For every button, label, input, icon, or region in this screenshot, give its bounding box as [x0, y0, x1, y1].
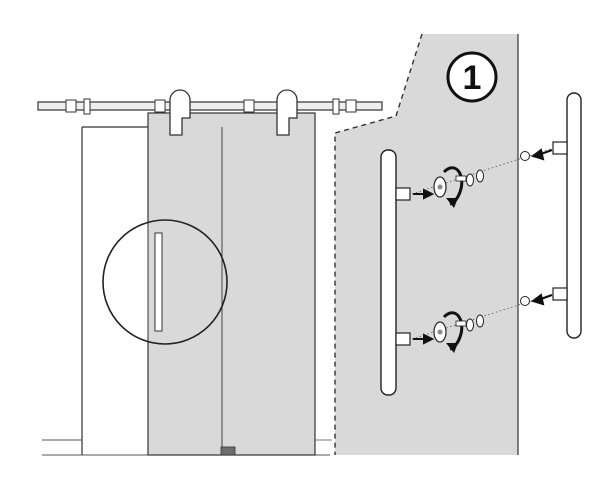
insert-arrow-icon: [413, 333, 435, 345]
insert-arrow-icon: [530, 293, 553, 306]
front-handle-bar: [380, 149, 411, 396]
washer: [476, 169, 484, 183]
step-number: 1: [463, 59, 482, 97]
glass-break-line: [334, 33, 423, 455]
threaded-bolt: [455, 175, 467, 182]
top-rail: [37, 101, 383, 111]
glass-section: [335, 34, 518, 455]
back-handle-bar: [552, 92, 582, 339]
threaded-bolt: [455, 320, 467, 327]
door-overview: [37, 89, 383, 456]
handle-assembly-view: 1: [334, 33, 582, 455]
glass-hole: [520, 296, 530, 306]
washer: [476, 314, 484, 328]
washer: [466, 318, 474, 332]
insert-arrow-icon: [530, 148, 553, 161]
washer: [466, 173, 474, 187]
rail-stoppers: [65, 98, 357, 115]
upper-fixing-set: [413, 148, 553, 208]
insert-arrow-icon: [413, 188, 435, 200]
floor-guide: [220, 446, 236, 456]
roller-hangers: [169, 89, 298, 136]
step-badge: 1: [446, 51, 498, 103]
glass-hole: [520, 151, 530, 161]
lower-fixing-set: [413, 293, 553, 353]
